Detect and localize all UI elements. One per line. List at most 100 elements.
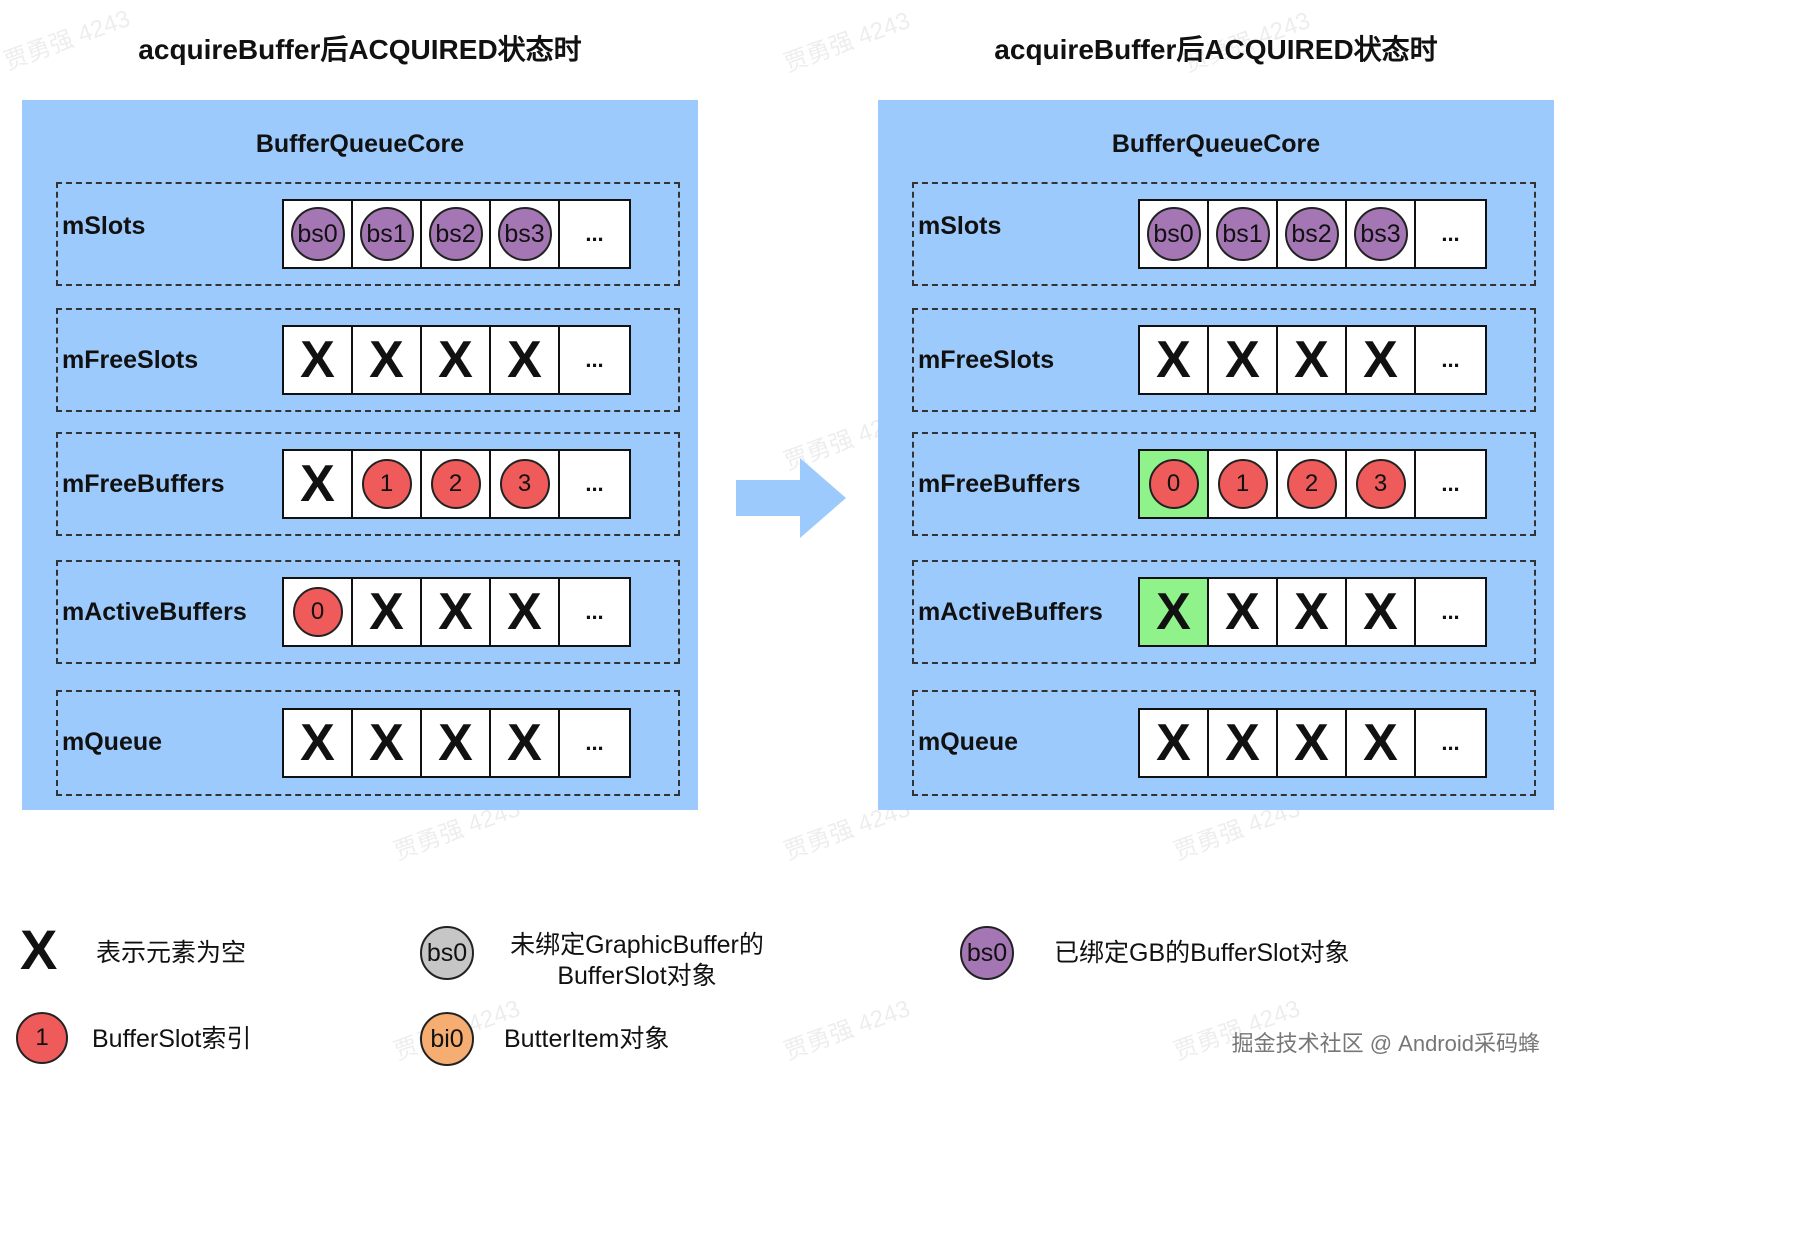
array-cell: X (1347, 710, 1416, 776)
row-label: mSlots (62, 212, 146, 240)
array-cell: 0 (284, 579, 353, 645)
array-cell: X (1209, 710, 1278, 776)
array-cell: ... (1416, 451, 1485, 517)
array-cell: X (284, 710, 353, 776)
empty-x-icon: X (1156, 331, 1191, 389)
array-cell: X (353, 579, 422, 645)
legend-unbound-text: 未绑定GraphicBuffer的 BufferSlot对象 (504, 930, 770, 992)
array-cell: bs2 (422, 201, 491, 267)
panel-title-right: acquireBuffer后ACQUIRED状态时 (994, 34, 1438, 65)
ellipsis: ... (585, 471, 604, 496)
legend-bound-slot-circle: bs0 (960, 926, 1014, 980)
slot-index-circle: 1 (361, 459, 412, 509)
buffer-slot-circle: bs1 (359, 207, 414, 261)
legend-unbound-line2: BufferSlot对象 (557, 962, 717, 990)
empty-x-icon: X (1225, 714, 1260, 772)
row-label: mFreeSlots (918, 346, 1055, 374)
buffer-slot-circle: bs2 (428, 207, 483, 261)
footer-credit: 掘金技术社区 @ Android采码蜂 (1231, 1031, 1540, 1056)
array-cell: X (491, 710, 560, 776)
slot-index-circle: 0 (1148, 459, 1199, 509)
array-cell: bs3 (491, 201, 560, 267)
core-title: BufferQueueCore (1111, 130, 1321, 158)
panel-title-left: acquireBuffer后ACQUIRED状态时 (138, 34, 582, 65)
empty-x-icon: X (1363, 331, 1398, 389)
buffer-slot-circle: bs0 (290, 207, 345, 261)
slot-index-circle: 1 (1217, 459, 1268, 509)
ellipsis: ... (1441, 730, 1460, 755)
buffer-slot-circle: bs3 (497, 207, 552, 261)
ellipsis: ... (585, 347, 604, 372)
empty-x-icon: X (1294, 331, 1329, 389)
empty-x-icon: X (507, 714, 542, 772)
legend-buffer-item-circle: bi0 (420, 1012, 474, 1066)
array-cell: ... (1416, 579, 1485, 645)
array-cell: 2 (1278, 451, 1347, 517)
legend-buffer-item-text: ButterItem对象 (504, 1025, 670, 1053)
array-cell: ... (560, 327, 629, 393)
array-cell: bs0 (1140, 201, 1209, 267)
empty-x-icon: X (1156, 583, 1191, 641)
array-cell: 3 (1347, 451, 1416, 517)
empty-x-icon: X (300, 455, 335, 513)
empty-x-icon: X (1225, 583, 1260, 641)
slot-index-circle: 2 (1286, 459, 1337, 509)
array-cell: X (353, 710, 422, 776)
array-cell: 2 (422, 451, 491, 517)
row-label: mSlots (918, 212, 1002, 240)
array-cell: ... (560, 710, 629, 776)
array-cell: X (422, 579, 491, 645)
empty-x-icon: X (438, 714, 473, 772)
slot-index-circle: 2 (430, 459, 481, 509)
watermark: 贾勇强 4243 (780, 995, 914, 1066)
array-cell: X (284, 451, 353, 517)
ellipsis: ... (585, 730, 604, 755)
array-cell: X (284, 327, 353, 393)
empty-x-icon: X (369, 583, 404, 641)
array-cell: X (1140, 710, 1209, 776)
buffer-slot-circle: bs3 (1353, 207, 1408, 261)
row-label: mFreeBuffers (918, 470, 1081, 498)
empty-x-icon: X (438, 331, 473, 389)
array-cell: X (491, 327, 560, 393)
row-label: mActiveBuffers (918, 598, 1103, 626)
slot-index-circle: 0 (292, 587, 343, 637)
ellipsis: ... (585, 599, 604, 624)
row-label: mActiveBuffers (62, 598, 247, 626)
row-label: mFreeBuffers (62, 470, 225, 498)
empty-x-icon: X (507, 583, 542, 641)
legend-bound-text: 已绑定GB的BufferSlot对象 (1054, 939, 1350, 967)
array-cell: X (1140, 327, 1209, 393)
buffer-slot-circle: bs1 (1215, 207, 1270, 261)
empty-x-icon: X (1294, 714, 1329, 772)
array-cell: bs1 (353, 201, 422, 267)
array-cell: ... (1416, 710, 1485, 776)
array-cell: X (353, 327, 422, 393)
empty-x-icon: X (369, 331, 404, 389)
array-cell: X (1347, 327, 1416, 393)
legend-empty-text: 表示元素为空 (96, 939, 247, 967)
array-cell: X (1209, 327, 1278, 393)
slot-index-circle: 3 (499, 459, 550, 509)
legend-unbound-line1: 未绑定GraphicBuffer的 (510, 931, 764, 959)
array-cell: X (491, 579, 560, 645)
array-cell: 1 (353, 451, 422, 517)
row-label: mQueue (62, 728, 163, 756)
array-cell: ... (560, 451, 629, 517)
core-title: BufferQueueCore (255, 130, 465, 158)
legend-empty-x-icon: X (20, 918, 58, 981)
ellipsis: ... (1441, 221, 1460, 246)
empty-x-icon: X (438, 583, 473, 641)
ellipsis: ... (1441, 471, 1460, 496)
array-cell: X (1347, 579, 1416, 645)
